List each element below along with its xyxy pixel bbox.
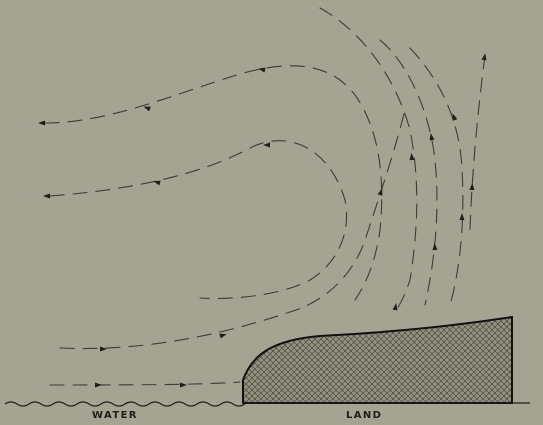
arrow-1b xyxy=(180,382,187,388)
flow-arrows xyxy=(38,53,487,388)
arrow-3c xyxy=(263,142,270,148)
flow-line-7 xyxy=(409,47,464,306)
land-mass xyxy=(242,315,513,404)
water-surface xyxy=(4,401,246,407)
flow-line-1 xyxy=(49,381,241,386)
arrow-7a xyxy=(452,113,458,121)
arrow-8b xyxy=(469,183,475,191)
arrow-2a xyxy=(100,346,107,352)
arrow-7b xyxy=(459,213,465,220)
arrow-6b xyxy=(432,243,438,251)
arrow-4a xyxy=(38,120,45,126)
flow-line-3 xyxy=(49,140,347,300)
water-label: WATER xyxy=(92,410,138,421)
arrow-3a xyxy=(43,193,50,199)
arrow-6a xyxy=(429,133,435,141)
flow-line-5 xyxy=(319,7,418,313)
flow-line-2 xyxy=(59,109,406,350)
arrow-4b xyxy=(143,106,151,112)
flow-lines xyxy=(44,7,486,386)
arrow-1a xyxy=(95,382,102,388)
arrow-4c xyxy=(258,67,266,73)
arrow-2b xyxy=(219,333,227,339)
arrow-3b xyxy=(153,180,161,186)
arrow-2c xyxy=(377,188,383,196)
flow-line-8 xyxy=(469,54,486,231)
arrow-8a xyxy=(481,53,487,61)
flow-line-4 xyxy=(44,65,383,301)
flow-line-6 xyxy=(379,39,438,306)
arrow-5b xyxy=(409,153,415,161)
arrow-5a xyxy=(392,303,398,311)
land-label: LAND xyxy=(346,410,382,421)
